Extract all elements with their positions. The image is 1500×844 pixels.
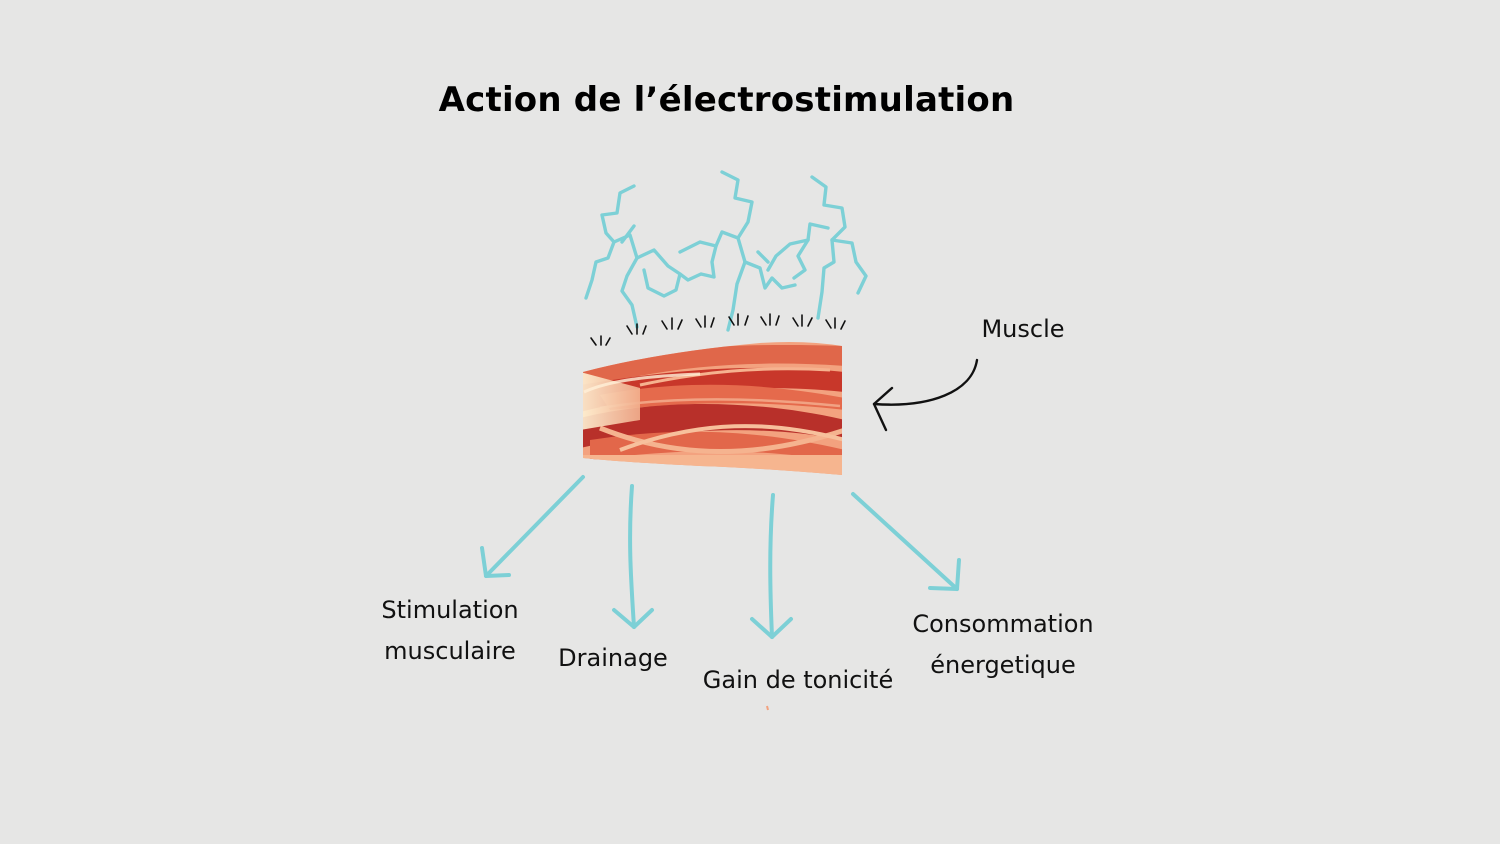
down-arrow-icon <box>750 493 793 639</box>
effect-label-stimulation: Stimulation musculaire <box>350 590 550 672</box>
down-arrow-icon <box>851 492 961 591</box>
vibration-marks-icon <box>590 313 846 346</box>
effect-label-line: musculaire <box>384 637 516 665</box>
page-title: Action de l’électrostimulation <box>438 80 1015 120</box>
down-arrow-icon <box>480 475 585 578</box>
effect-label-line: Stimulation <box>381 596 519 624</box>
speck-mark <box>766 705 769 711</box>
lightning-icon <box>584 170 868 332</box>
curved-arrow-icon <box>872 358 979 432</box>
muscle-fibers-icon <box>583 342 842 475</box>
effect-label-line: Gain de tonicité <box>702 666 894 694</box>
effect-label-tonicite: Gain de tonicité <box>690 660 906 701</box>
down-arrow-icon <box>612 484 654 629</box>
effect-label-line: Drainage <box>558 644 668 672</box>
effect-label-consommation: Consommation énergetique <box>893 604 1113 686</box>
effect-label-line: Consommation <box>912 610 1094 638</box>
effect-label-drainage: Drainage <box>540 638 686 679</box>
effect-label-line: énergetique <box>930 651 1076 679</box>
muscle-label: Muscle <box>981 315 1065 343</box>
